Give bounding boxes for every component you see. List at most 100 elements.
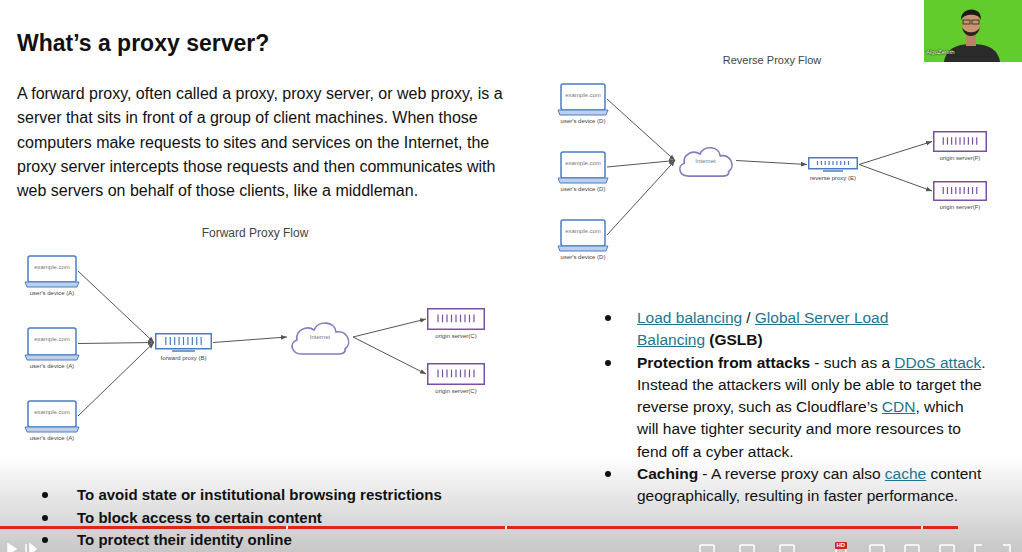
bullet-text: Caching — [637, 465, 698, 482]
user-device-shape: example.com — [27, 400, 77, 432]
bullet-text: To protect their identity online — [77, 531, 292, 548]
user-device-outline — [560, 151, 606, 183]
bullet-item: To block access to certain content — [77, 507, 517, 530]
flow-arrow — [78, 271, 154, 343]
flow-arrow — [607, 161, 675, 236]
bullet-list: To avoid state or institutional browsing… — [77, 484, 517, 552]
bullet-dot — [42, 537, 48, 543]
screen-text: example.com — [560, 160, 606, 167]
bullet-dot — [605, 315, 611, 321]
bullet-dot — [42, 492, 48, 498]
screen-text: example.com — [27, 264, 77, 271]
user-device-shape: example.com — [27, 327, 77, 360]
flow-arrow — [78, 343, 154, 417]
origin-server-shape — [933, 131, 987, 152]
origin-server: origin server(F) — [933, 131, 987, 162]
node-label: reverse proxy (E) — [810, 175, 856, 182]
user-device-outline — [27, 400, 77, 432]
user-device-outline — [27, 255, 77, 287]
user-device-outline — [560, 83, 606, 115]
bullet-dot — [605, 360, 611, 366]
flow-arrow — [353, 319, 426, 337]
screen-text: example.com — [27, 336, 77, 343]
flow-arrow — [736, 161, 807, 165]
node-label: user's device (A) — [30, 363, 75, 370]
node-label: origin server(C) — [435, 388, 476, 395]
origin-server: origin server(C) — [427, 308, 485, 340]
link-text: DDoS attack — [894, 354, 981, 371]
bullet-item: Protection from attacks- such as aDDoS a… — [637, 352, 987, 463]
player-shade — [0, 455, 1022, 552]
user-device: example.com user's device (A) — [27, 255, 77, 297]
intro-paragraph: A forward proxy, often called a proxy, p… — [17, 82, 507, 203]
progress-bar — [0, 526, 1022, 529]
bullet-item: To avoid state or institutional browsing… — [77, 484, 517, 507]
flow-arrow — [859, 142, 932, 165]
user-device-shape: example.com — [560, 151, 606, 183]
bullet-dot — [605, 471, 611, 477]
node-label: user's device (A) — [30, 435, 75, 442]
cloud-label: Internet — [676, 158, 735, 165]
user-device-outline — [560, 219, 606, 251]
origin-server-outline — [427, 363, 485, 385]
bullet-text: - A reverse proxy can also — [702, 465, 880, 482]
internet-cloud-shape: Internet — [288, 318, 352, 356]
proxy-box-shape — [808, 157, 858, 172]
internet-cloud: Internet — [288, 318, 352, 356]
node-label: user's device (D) — [561, 186, 606, 193]
origin-server-outline — [427, 308, 485, 330]
internet-cloud: Internet — [676, 143, 735, 178]
bullet-text: (GSLB) — [709, 331, 762, 348]
bullet-text: Protection from attacks — [637, 354, 810, 371]
node-label: forward proxy (B) — [160, 355, 206, 362]
origin-server-shape — [427, 308, 485, 330]
slide-title: What’s a proxy server? — [17, 30, 269, 57]
origin-server: origin server(C) — [427, 363, 485, 395]
user-device-outline — [27, 327, 77, 360]
node-label: user's device (D) — [561, 118, 606, 125]
cloud-label: Internet — [288, 334, 352, 341]
internet-cloud-shape: Internet — [676, 143, 735, 178]
user-device: example.com user's device (A) — [27, 400, 77, 442]
origin-server-shape — [933, 181, 987, 201]
node-label: user's device (A) — [30, 290, 75, 297]
node-label: user's device (D) — [561, 254, 606, 261]
origin-server-outline — [933, 131, 987, 152]
flow-caption: Forward Proxy Flow — [195, 226, 315, 240]
flow-arrow — [859, 165, 932, 192]
flow-arrow — [607, 161, 675, 168]
user-device: example.com user's device (A) — [27, 327, 77, 370]
flow-arrow — [353, 337, 426, 374]
bullet-text: To avoid state or institutional browsing… — [77, 486, 442, 503]
node-label: origin server(F) — [940, 155, 981, 162]
webcam-overlay — [924, 0, 1022, 62]
screen-text: example.com — [27, 409, 77, 416]
screen-text: example.com — [560, 92, 606, 99]
user-device: example.com user's device (D) — [560, 151, 607, 193]
user-device-shape: example.com — [27, 255, 77, 287]
proxy-box: reverse proxy (E) — [808, 157, 858, 182]
bullet-text: - such as a — [814, 354, 890, 371]
user-device: example.com user's device (D) — [560, 219, 607, 261]
node-label: origin server(C) — [435, 333, 476, 340]
user-device-shape: example.com — [560, 219, 606, 251]
bullet-item: To protect their identity online — [77, 529, 517, 552]
node-label: origin server(F) — [940, 204, 981, 211]
proxy-box-outline — [808, 157, 858, 172]
bullet-text: To block access to certain content — [77, 509, 322, 526]
link-text: CDN — [882, 398, 916, 415]
bullet-item: Caching- A reverse proxy can alsocacheco… — [637, 463, 987, 508]
flow-arrow — [213, 337, 287, 343]
bullet-item: Load balancing/Global Server Load Balanc… — [637, 307, 987, 352]
presenter-name: AlgoZenith — [926, 49, 955, 55]
origin-server-outline — [933, 181, 987, 201]
proxy-box: forward proxy (B) — [155, 333, 212, 362]
origin-server: origin server(F) — [933, 181, 987, 211]
flow-arrow — [607, 99, 675, 161]
hd-badge: HD — [835, 542, 847, 549]
proxy-box-outline — [155, 333, 212, 352]
user-device: example.com user's device (D) — [560, 83, 607, 125]
flow-caption: Reverse Proxy Flow — [712, 54, 832, 66]
bullet-list: Load balancing/Global Server Load Balanc… — [637, 307, 987, 508]
